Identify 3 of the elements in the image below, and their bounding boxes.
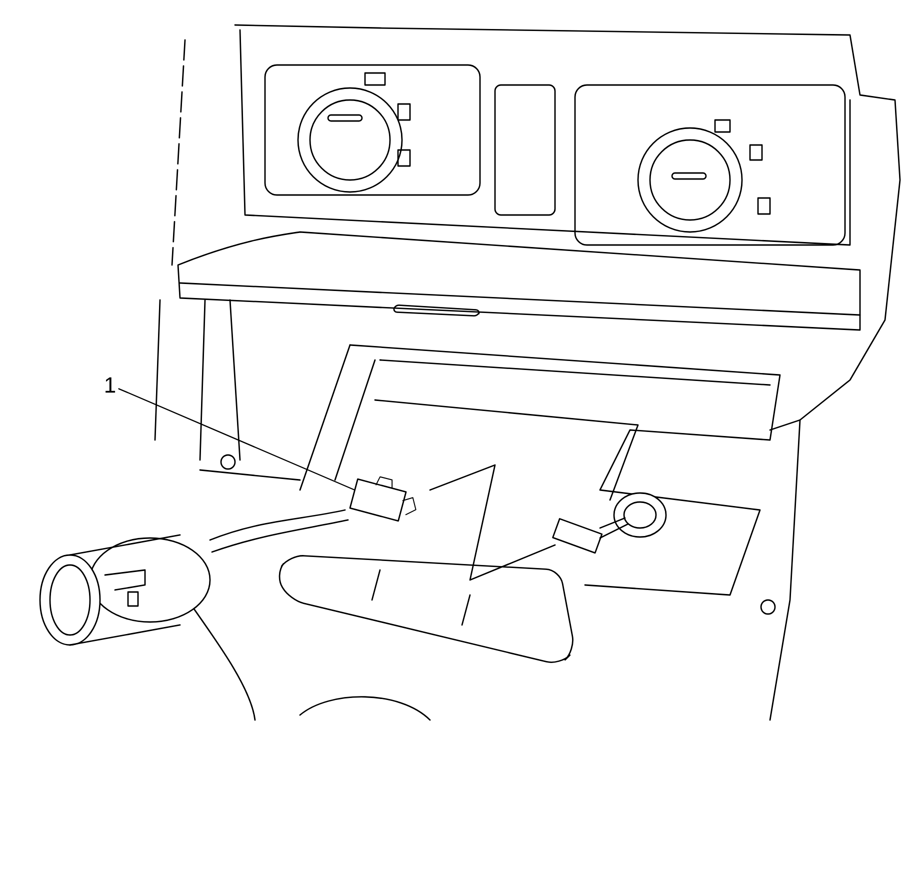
- connector-drawing: [349, 476, 416, 522]
- leader-line: [118, 388, 355, 490]
- callout-number: 1: [106, 377, 116, 393]
